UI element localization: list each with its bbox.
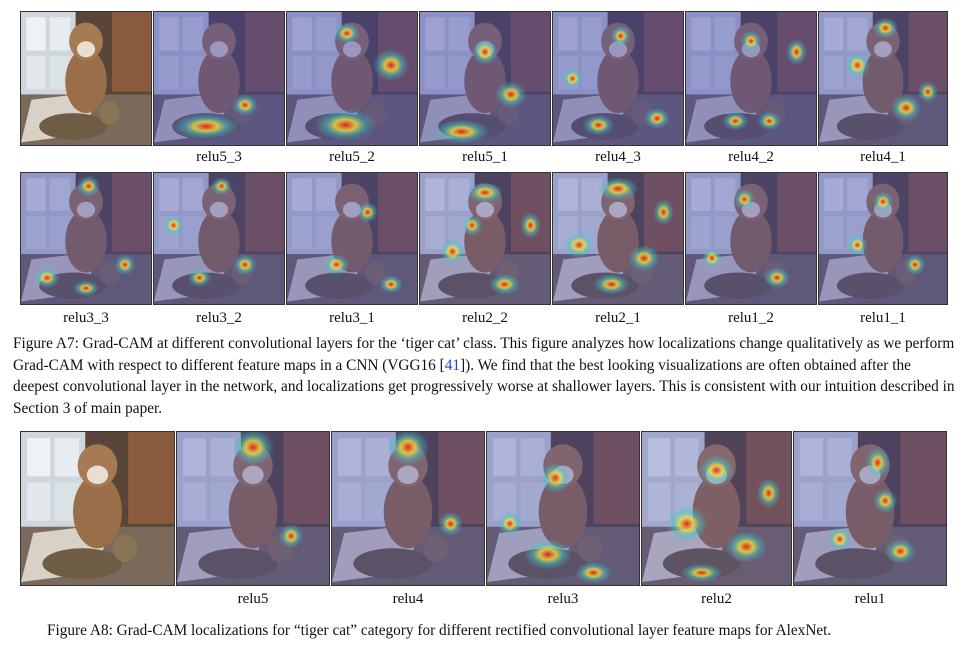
label-relu5_1: relu5_1 — [462, 149, 508, 165]
a8-heatmap-relu1 — [793, 431, 947, 586]
heatmap-relu5_3 — [153, 11, 285, 146]
heatmap-relu3_1 — [286, 172, 418, 305]
heatmap-relu5_2 — [286, 11, 418, 146]
label-relu4_3: relu4_3 — [595, 149, 641, 165]
a8-label-relu2: relu2 — [701, 591, 732, 607]
label-relu2_2: relu2_2 — [462, 310, 508, 326]
heatmap-relu4_1 — [818, 11, 948, 146]
heatmap-relu4_3 — [552, 11, 684, 146]
heatmap-relu4_2 — [685, 11, 817, 146]
label-relu4_2: relu4_2 — [728, 149, 774, 165]
label-relu5_3: relu5_3 — [196, 149, 242, 165]
heatmap-relu1_2 — [685, 172, 817, 305]
label-relu3_2: relu3_2 — [196, 310, 242, 326]
a8-heatmap-relu5 — [176, 431, 330, 586]
heatmap-relu2_2 — [419, 172, 551, 305]
heatmap-relu3_2 — [153, 172, 285, 305]
label-relu1_1: relu1_1 — [860, 310, 906, 326]
a8-heatmap-relu2 — [641, 431, 792, 586]
heatmap-relu2_1 — [552, 172, 684, 305]
heatmap-relu5_1 — [419, 11, 551, 146]
heatmap-relu1_1 — [818, 172, 948, 305]
figure-a7-caption: Figure A7: Grad-CAM at different convolu… — [13, 333, 959, 419]
label-relu5_2: relu5_2 — [329, 149, 375, 165]
a8-image-original — [20, 431, 175, 586]
label-relu3_1: relu3_1 — [329, 310, 375, 326]
a8-heatmap-relu4 — [331, 431, 485, 586]
a8-label-relu5: relu5 — [237, 591, 269, 607]
caption-a7-text-2: ]). We find that the best looking visual… — [13, 356, 955, 417]
a8-label-relu1: relu1 — [854, 591, 886, 607]
label-relu2_1: relu2_1 — [595, 310, 641, 326]
image-original — [20, 11, 152, 146]
a8-label-relu4: relu4 — [392, 591, 424, 607]
figure-a8-caption: Figure A8: Grad-CAM localizations for “t… — [47, 622, 832, 639]
label-relu4_1: relu4_1 — [860, 149, 906, 165]
caption-a7-text-1: Figure A7: Grad-CAM at different convolu… — [13, 335, 955, 374]
citation-link[interactable]: 41 — [444, 356, 461, 374]
a8-label-relu3: relu3 — [547, 591, 579, 607]
label-relu3_3: relu3_3 — [63, 310, 109, 326]
heatmap-relu3_3 — [20, 172, 152, 305]
a8-heatmap-relu3 — [486, 431, 640, 586]
label-relu1_2: relu1_2 — [728, 310, 774, 326]
